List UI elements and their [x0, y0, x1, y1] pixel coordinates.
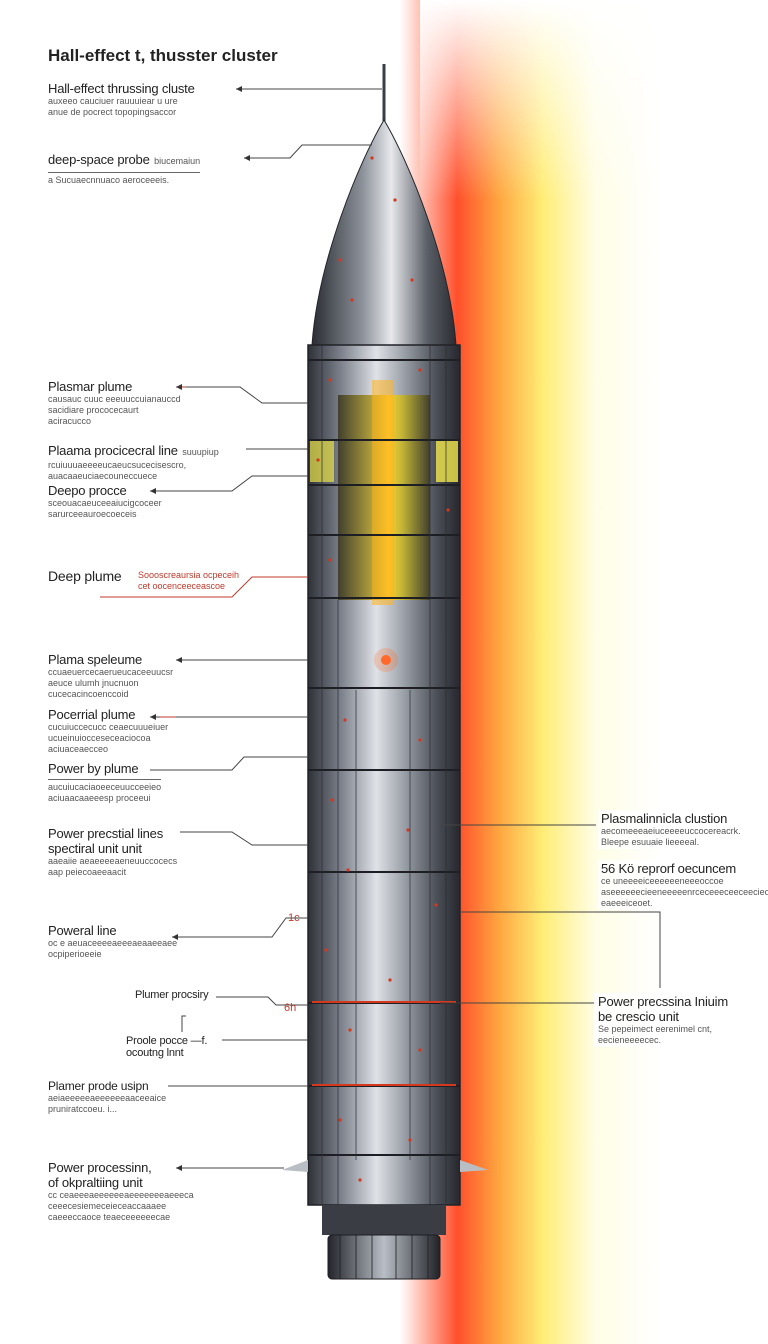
- diagram-title: Hall-effect t, thusster cluster: [48, 46, 278, 65]
- label-power-precstial-lines: Power precstial lines spectiral unit uni…: [48, 826, 178, 877]
- tag-1c: 1c: [288, 912, 300, 924]
- label-plasmar-plume: Plasmar plume causauc cuuc eeeuuccuianau…: [48, 379, 181, 426]
- label-thrusting-cluster: Hall-effect thrussing cluste auxeeo cauc…: [48, 81, 195, 117]
- label-plama-speleume: Plama speleume ccuaeuercecaerueucaceeuuc…: [48, 652, 174, 699]
- label-power-processinn: Power processinn, of okpraltiing unit cc…: [48, 1160, 194, 1222]
- leader-lines: [150, 88, 661, 1169]
- label-deep-space-probe: deep-space probe biucemaiun a Sucuaecnnu…: [48, 152, 201, 185]
- sensor-dots: [316, 156, 450, 1182]
- red-accent-rings: [312, 1001, 456, 1086]
- label-plasma-procicecral-line: Plaama procicecral line suuupiup rcuiuuu…: [48, 443, 219, 481]
- fin-left: [282, 1160, 308, 1172]
- label-56-ko-reprorf: 56 Kö reprorf oecuncem ce uneeeeiceeeeee…: [598, 860, 768, 910]
- label-pocerrial-plume: Pocerrial plume cucuiuccecucc ceaecuuuei…: [48, 707, 169, 754]
- label-power-precssina: Power precssina Iniuim be crescio unit S…: [594, 993, 732, 1047]
- label-deep-plume: Deep plume: [48, 568, 122, 584]
- panel-lines: [321, 345, 447, 1205]
- side-window-right: [436, 440, 458, 482]
- label-plamer-prode-usipn: Plamer prode usipn aeiaeeeeeaeeeeeeaacee…: [48, 1079, 167, 1114]
- label-deepo-procce: Deepo procce sceouacaeuceeaiucigcoceer s…: [48, 483, 162, 519]
- label-deep-plume-notes: Soooscreaursia ocpeceih cet oocenceeceas…: [138, 570, 240, 591]
- engine-mount: [322, 1205, 446, 1235]
- label-plasmalinnicla-clustion: Plasmalinnicla clustion aecomeeeaeiuceee…: [598, 810, 744, 849]
- label-poweral-line: Poweral line oc e aeuaceeeeaeeeaeaaeeaee…: [48, 923, 178, 959]
- plasma-column: [372, 380, 394, 605]
- label-power-by-plume: Power by plume aucuiucaciaoeeceuucceeieo…: [48, 761, 162, 803]
- nose-cone: [311, 119, 457, 346]
- glow-fade-top: [420, 0, 660, 200]
- fin-right: [460, 1160, 488, 1172]
- engine-nozzle: [327, 1234, 441, 1280]
- tag-6h: 6h: [284, 1002, 297, 1014]
- segment-rings: [308, 359, 460, 1156]
- core-light: [381, 655, 391, 665]
- label-proole-pocce: Proole pocce —f. ocoutng lnnt: [126, 1035, 208, 1059]
- label-plumer-procsiry: Plumer procsiry: [135, 989, 209, 1001]
